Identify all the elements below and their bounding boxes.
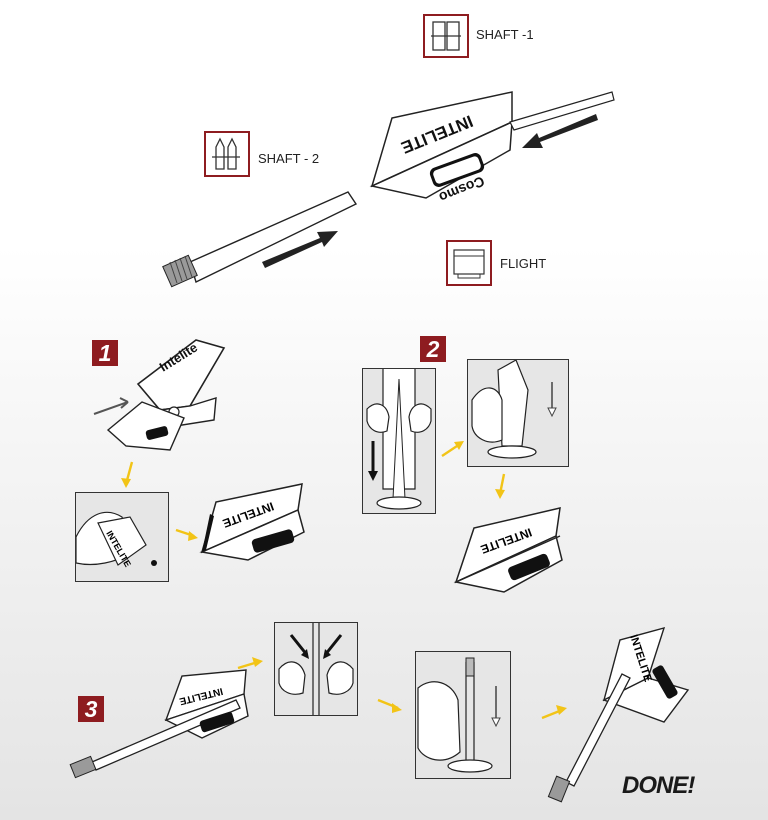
flight-label: FLIGHT <box>500 256 547 271</box>
step-3-badge: 3 <box>78 696 104 722</box>
shaft2-label: SHAFT - 2 <box>258 151 320 166</box>
step2-press-panel <box>362 368 436 514</box>
step2-closeup-panel <box>467 359 569 467</box>
flight-illustration <box>369 91 513 199</box>
flight-legend-icon <box>446 240 492 286</box>
shaft1-label: SHAFT -1 <box>476 27 534 42</box>
step1-hand-panel: INTELITE <box>75 492 169 582</box>
exploded-dart-diagram: INTELITE Cosmo <box>162 91 615 288</box>
step3-insert-panel <box>415 651 511 779</box>
step3-pinch-panel <box>274 622 358 716</box>
done-label: DONE! <box>622 772 695 799</box>
shaft2-legend-icon <box>204 131 250 177</box>
step-1-badge: 1 <box>92 340 118 366</box>
shaft1-legend-icon <box>423 14 469 58</box>
step-2-badge: 2 <box>420 336 446 362</box>
